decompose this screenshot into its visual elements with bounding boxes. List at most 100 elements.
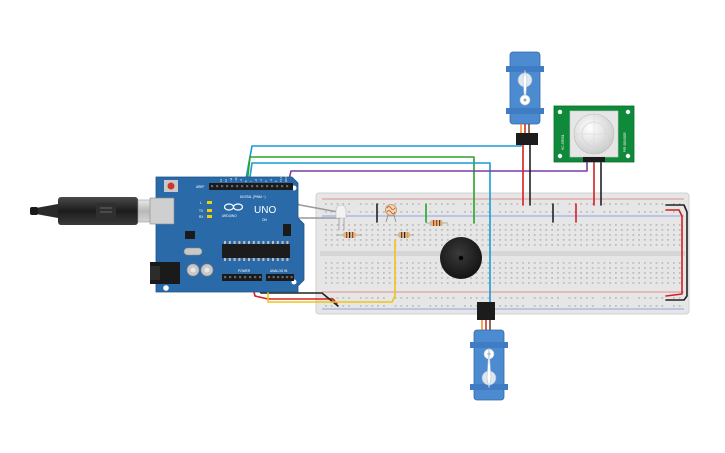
terminal-hole[interactable] xyxy=(342,277,345,279)
terminal-hole[interactable] xyxy=(533,267,536,269)
analog-pin[interactable] xyxy=(286,276,289,279)
terminal-hole[interactable] xyxy=(336,244,339,246)
terminal-hole[interactable] xyxy=(417,239,420,241)
rail-hole[interactable] xyxy=(545,203,548,205)
terminal-hole[interactable] xyxy=(678,277,681,279)
rail-hole[interactable] xyxy=(626,203,629,205)
terminal-hole[interactable] xyxy=(470,234,472,236)
terminal-hole[interactable] xyxy=(348,262,350,264)
terminal-hole[interactable] xyxy=(499,239,501,241)
rail-hole[interactable] xyxy=(644,297,646,299)
terminal-hole[interactable] xyxy=(371,282,374,284)
rail-hole[interactable] xyxy=(365,211,368,213)
rail-hole[interactable] xyxy=(429,203,432,205)
terminal-hole[interactable] xyxy=(661,234,664,236)
rail-hole[interactable] xyxy=(470,211,472,213)
terminal-hole[interactable] xyxy=(551,262,553,264)
terminal-hole[interactable] xyxy=(557,282,559,284)
terminal-hole[interactable] xyxy=(412,262,414,264)
terminal-hole[interactable] xyxy=(354,229,356,231)
rail-hole[interactable] xyxy=(475,203,478,205)
rail-hole[interactable] xyxy=(580,211,582,213)
terminal-hole[interactable] xyxy=(504,234,507,236)
rail-hole[interactable] xyxy=(348,203,350,205)
terminal-hole[interactable] xyxy=(371,262,374,264)
terminal-hole[interactable] xyxy=(574,239,577,241)
terminal-hole[interactable] xyxy=(562,224,565,226)
terminal-hole[interactable] xyxy=(417,244,420,246)
header-pin[interactable] xyxy=(266,185,269,188)
rail-hole[interactable] xyxy=(470,297,472,299)
terminal-hole[interactable] xyxy=(383,267,385,269)
terminal-hole[interactable] xyxy=(574,229,577,231)
rail-hole[interactable] xyxy=(580,203,582,205)
terminal-hole[interactable] xyxy=(597,282,600,284)
terminal-hole[interactable] xyxy=(615,239,617,241)
terminal-hole[interactable] xyxy=(533,224,536,226)
terminal-hole[interactable] xyxy=(528,234,530,236)
terminal-hole[interactable] xyxy=(325,244,327,246)
rail-hole[interactable] xyxy=(644,305,646,307)
rail-hole[interactable] xyxy=(661,203,664,205)
terminal-hole[interactable] xyxy=(510,229,513,231)
terminal-hole[interactable] xyxy=(493,244,495,246)
rail-hole[interactable] xyxy=(673,203,675,205)
terminal-hole[interactable] xyxy=(673,282,675,284)
rail-hole[interactable] xyxy=(383,203,385,205)
rail-hole[interactable] xyxy=(412,297,414,299)
terminal-hole[interactable] xyxy=(609,239,611,241)
terminal-hole[interactable] xyxy=(568,244,571,246)
terminal-hole[interactable] xyxy=(348,224,350,226)
terminal-hole[interactable] xyxy=(470,282,472,284)
terminal-hole[interactable] xyxy=(377,239,379,241)
terminal-hole[interactable] xyxy=(562,267,565,269)
terminal-hole[interactable] xyxy=(441,229,443,231)
terminal-hole[interactable] xyxy=(638,277,640,279)
terminal-hole[interactable] xyxy=(632,272,635,274)
terminal-hole[interactable] xyxy=(545,272,548,274)
terminal-hole[interactable] xyxy=(649,239,652,241)
terminal-hole[interactable] xyxy=(568,277,571,279)
terminal-hole[interactable] xyxy=(441,244,443,246)
rail-hole[interactable] xyxy=(481,203,484,205)
terminal-hole[interactable] xyxy=(661,277,664,279)
rail-hole[interactable] xyxy=(568,297,571,299)
rail-hole[interactable] xyxy=(557,305,559,307)
terminal-hole[interactable] xyxy=(615,277,617,279)
terminal-hole[interactable] xyxy=(638,267,640,269)
terminal-hole[interactable] xyxy=(574,272,577,274)
terminal-hole[interactable] xyxy=(429,262,432,264)
terminal-hole[interactable] xyxy=(365,272,368,274)
piezo-buzzer[interactable] xyxy=(440,237,482,279)
rail-hole[interactable] xyxy=(586,305,588,307)
terminal-hole[interactable] xyxy=(678,262,681,264)
terminal-hole[interactable] xyxy=(487,239,490,241)
rail-hole[interactable] xyxy=(539,305,542,307)
terminal-hole[interactable] xyxy=(644,267,646,269)
terminal-hole[interactable] xyxy=(661,239,664,241)
rail-hole[interactable] xyxy=(557,297,559,299)
terminal-hole[interactable] xyxy=(522,239,524,241)
analog-pin[interactable] xyxy=(272,276,275,279)
rail-hole[interactable] xyxy=(342,305,345,307)
terminal-hole[interactable] xyxy=(464,282,466,284)
terminal-hole[interactable] xyxy=(435,277,437,279)
terminal-hole[interactable] xyxy=(475,277,478,279)
rail-hole[interactable] xyxy=(591,297,594,299)
terminal-hole[interactable] xyxy=(539,272,542,274)
terminal-hole[interactable] xyxy=(336,282,339,284)
terminal-hole[interactable] xyxy=(551,229,553,231)
terminal-hole[interactable] xyxy=(609,282,611,284)
rail-hole[interactable] xyxy=(499,203,501,205)
rail-hole[interactable] xyxy=(678,305,681,307)
terminal-hole[interactable] xyxy=(586,244,588,246)
rail-hole[interactable] xyxy=(649,297,652,299)
terminal-hole[interactable] xyxy=(504,239,507,241)
terminal-hole[interactable] xyxy=(655,282,658,284)
terminal-hole[interactable] xyxy=(603,262,606,264)
terminal-hole[interactable] xyxy=(649,272,652,274)
rail-hole[interactable] xyxy=(325,211,327,213)
terminal-hole[interactable] xyxy=(435,272,437,274)
terminal-hole[interactable] xyxy=(609,267,611,269)
terminal-hole[interactable] xyxy=(510,244,513,246)
